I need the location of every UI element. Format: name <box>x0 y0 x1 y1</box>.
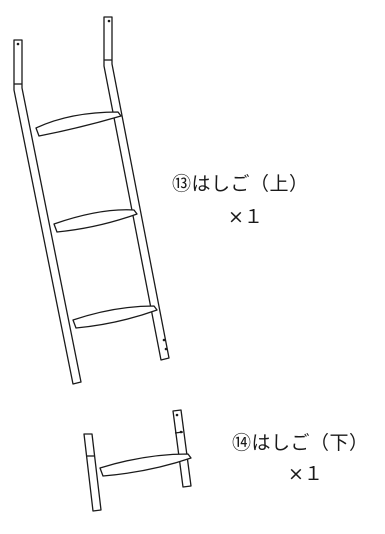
part-14-quantity: ×１ <box>288 463 323 485</box>
upper-ladder-right-rail <box>103 16 170 361</box>
part-13-quantity: ×１ <box>228 206 263 228</box>
upper-ladder-left-rail <box>13 39 82 385</box>
part-14-label: ⑭はしご（下） <box>232 432 369 454</box>
upper-ladder-step-1 <box>35 111 122 137</box>
lower-ladder-step <box>99 453 192 477</box>
lower-ladder <box>83 409 192 512</box>
upper-ladder <box>13 16 170 385</box>
lower-ladder-right-rail <box>172 409 192 488</box>
part-13-label: ⑬はしご（上） <box>172 173 309 195</box>
upper-ladder-step-2 <box>53 209 138 233</box>
lower-ladder-left-rail <box>83 433 102 512</box>
upper-ladder-step-3 <box>72 305 158 329</box>
